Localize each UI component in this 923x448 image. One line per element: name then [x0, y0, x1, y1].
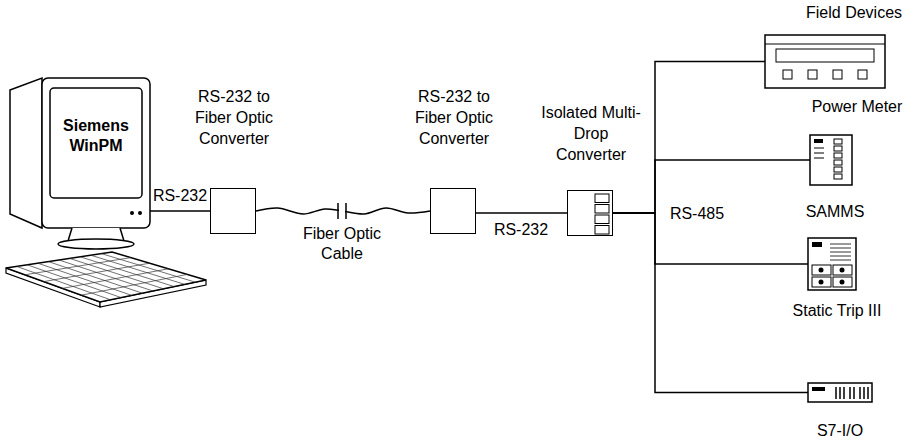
samms-key	[834, 153, 842, 158]
text-slot: S7-I/O	[790, 420, 890, 441]
keyboard-keys	[17, 254, 196, 300]
text-slot: Power Meter	[787, 96, 923, 117]
power-meter-key	[783, 70, 792, 79]
monitor-screen	[50, 88, 142, 198]
text-slot: Isolated Multi-Drop Converter	[541, 102, 641, 165]
power-meter-trim	[765, 44, 885, 45]
edge-label-slot: Fiber Optic Cable	[297, 224, 387, 264]
trip-unit-cell	[833, 265, 852, 275]
samms-marks	[814, 148, 824, 158]
power-meter-display	[776, 49, 874, 62]
samms-device: SAMMS	[810, 135, 852, 185]
cable-line	[613, 160, 810, 213]
edge-label-slot: RS-232	[150, 186, 210, 206]
device-label: Static Trip III	[772, 300, 902, 321]
trip-unit-cell	[812, 265, 831, 275]
edge-label-slot: RS-485	[661, 204, 733, 224]
label-slot: Field Devices	[806, 2, 916, 23]
cable-line	[150, 210, 210, 212]
monitor-button	[130, 211, 134, 215]
trip-unit-knob	[819, 268, 824, 273]
s7-io-module: S7-I/O	[808, 383, 872, 402]
samms-key	[834, 139, 842, 144]
computer-monitor: Siemens WinPM	[42, 78, 150, 228]
monitor-button	[138, 211, 142, 215]
trip-unit-cell	[833, 277, 852, 287]
trip-unit-cell	[812, 277, 831, 287]
device-label: Power Meter	[787, 96, 923, 117]
monitor-case	[42, 78, 150, 228]
trip-unit-knob	[840, 280, 845, 285]
device-label: S7-I/O	[790, 420, 890, 441]
cable-connector-tick	[345, 203, 347, 219]
text-slot: RS-232 to Fiber Optic Converter	[404, 86, 504, 149]
device-label: Isolated Multi-Drop Converter	[541, 102, 641, 165]
power-meter-key	[808, 70, 817, 79]
cable-line	[476, 212, 567, 214]
samms-key	[834, 160, 842, 165]
power-meter-body	[765, 35, 885, 88]
trip-unit-knob	[819, 280, 824, 285]
io-module-terminals	[836, 387, 868, 399]
power-meter-key	[833, 70, 842, 79]
converter-port	[595, 194, 609, 203]
multidrop-converter: Isolated Multi-Drop Converter	[567, 190, 613, 236]
screen-text: Siemens WinPM	[50, 116, 142, 156]
signal-label: Fiber Optic Cable	[297, 224, 387, 264]
fiber-converter: RS-232 to Fiber Optic Converter	[430, 188, 476, 234]
cable-gap	[339, 203, 345, 219]
group-heading: Field Devices	[806, 2, 916, 23]
static-trip-unit: Static Trip III	[808, 238, 856, 290]
trip-unit-display	[812, 242, 822, 247]
text-slot: RS-232 to Fiber Optic Converter	[184, 86, 284, 149]
cable-line	[613, 213, 808, 393]
power-meter: Power Meter	[765, 35, 885, 88]
text-slot: Siemens WinPM	[50, 116, 142, 156]
io-module-led	[812, 387, 825, 391]
signal-label: RS-232	[492, 220, 550, 240]
fiber-converter: RS-232 to Fiber Optic Converter	[210, 188, 256, 234]
converter-port	[595, 215, 609, 224]
converter-port	[595, 205, 609, 214]
cable-connector-tick	[337, 203, 339, 219]
cable-line	[613, 213, 808, 264]
samms-display	[814, 139, 823, 143]
signal-label: RS-485	[668, 204, 726, 224]
trip-unit-body	[808, 238, 856, 290]
device-label: RS-232 to Fiber Optic Converter	[404, 86, 504, 149]
cable-line	[613, 62, 765, 214]
samms-key	[834, 146, 842, 151]
converter-port	[595, 226, 609, 235]
trip-unit-knob	[840, 268, 845, 273]
monitor-base	[58, 239, 134, 249]
monitor-side	[10, 78, 42, 228]
text-slot: Static Trip III	[772, 300, 902, 321]
signal-label: RS-232	[151, 186, 209, 206]
device-label: RS-232 to Fiber Optic Converter	[184, 86, 284, 149]
samms-key	[834, 174, 842, 179]
text-slot: SAMMS	[775, 201, 895, 222]
power-meter-key	[858, 70, 867, 79]
keyboard-top	[6, 252, 206, 302]
trip-unit-lines	[830, 244, 851, 260]
io-module-body	[808, 383, 872, 402]
edge-label-slot: RS-232	[489, 220, 553, 240]
samms-key	[834, 167, 842, 172]
samms-body	[810, 135, 852, 185]
device-label: SAMMS	[775, 201, 895, 222]
